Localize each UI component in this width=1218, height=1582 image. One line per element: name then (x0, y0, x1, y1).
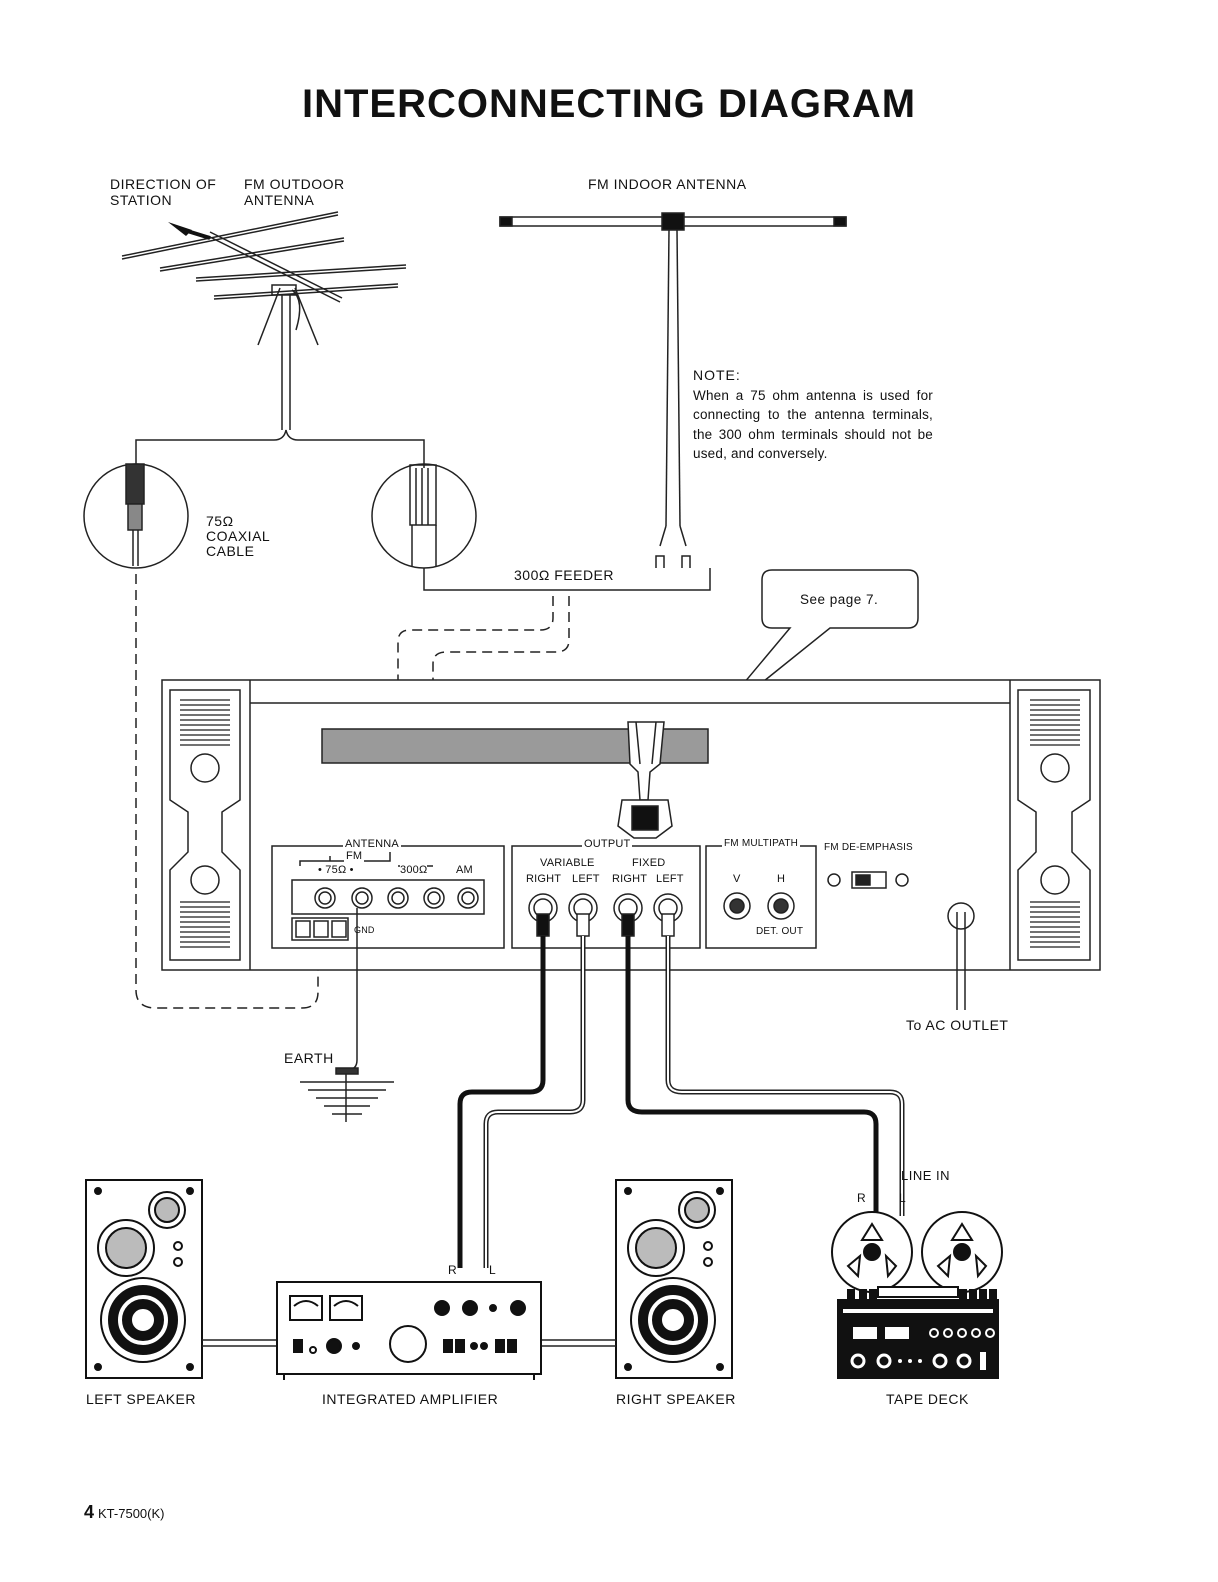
panel-fixed-right-label: RIGHT (612, 873, 648, 885)
earth-ground (300, 908, 394, 1122)
coax-dashed-route (135, 574, 319, 1009)
model-number: KT-7500(K) (98, 1506, 165, 1521)
am-bar-antenna (321, 721, 709, 839)
direction-arrow-shaft (183, 228, 211, 240)
coax-cable-detail (83, 463, 189, 569)
label-see-page: See page 7. (800, 592, 879, 607)
panel-multipath-label: FM MULTIPATH (722, 838, 801, 849)
panel-variable-label: VARIABLE (540, 857, 595, 869)
label-tape-deck: TAPE DECK (886, 1391, 969, 1407)
label-300-ohm-feeder: 300Ω FEEDER (514, 567, 614, 583)
label-amp-l: L (489, 1263, 497, 1277)
panel-am-label: AM (456, 864, 473, 876)
panel-variable-left-label: LEFT (572, 873, 600, 885)
panel-deemphasis-label: FM DE-EMPHASIS (824, 842, 913, 853)
panel-v-label: V (733, 873, 741, 885)
multipath-block (705, 845, 817, 949)
label-fm-indoor-antenna: FM INDOOR ANTENNA (588, 176, 747, 192)
panel-h-label: H (777, 873, 786, 885)
handle-vents (180, 699, 1080, 948)
label-right-speaker: RIGHT SPEAKER (616, 1391, 736, 1407)
label-tape-l: L (899, 1191, 907, 1205)
output-terminal-block (511, 845, 701, 949)
note-block: NOTE: When a 75 ohm antenna is used for … (693, 366, 933, 464)
antenna-lead-bracket (135, 429, 425, 472)
left-speaker-icon (85, 1179, 203, 1379)
tape-deck-icon (831, 1211, 1003, 1379)
label-amp-r: R (448, 1263, 458, 1277)
label-earth: EARTH (284, 1050, 334, 1066)
feeder-line (423, 568, 711, 591)
direction-arrow-icon (168, 222, 192, 236)
panel-antenna-label: ANTENNA (343, 838, 401, 850)
label-integrated-amplifier: INTEGRATED AMPLIFIER (322, 1391, 499, 1407)
note-heading: NOTE: (693, 367, 741, 383)
output-cables (457, 936, 905, 1268)
panel-det-out-label: DET. OUT (756, 926, 804, 937)
note-body: When a 75 ohm antenna is used for connec… (693, 387, 933, 462)
panel-fixed-left-label: LEFT (656, 873, 684, 885)
panel-fixed-label: FIXED (632, 857, 666, 869)
callout-bubble (707, 569, 919, 727)
page-number: 4 (84, 1502, 95, 1522)
panel-75-ohm-label: • 75Ω • (318, 864, 354, 876)
panel-output-label: OUTPUT (582, 838, 633, 850)
integrated-amplifier-icon (276, 1281, 542, 1380)
ac-cord (947, 902, 975, 1010)
feeder-detail (371, 463, 477, 569)
right-speaker-icon (615, 1179, 733, 1379)
panel-fm-label: FM (344, 850, 365, 862)
fm-indoor-antenna (499, 212, 847, 568)
label-direction-of-station: DIRECTION OF STATION (110, 176, 217, 208)
panel-gnd-label: GND (354, 925, 375, 935)
deemphasis-switch (827, 871, 909, 889)
label-fm-outdoor-antenna: FM OUTDOOR ANTENNA (244, 176, 345, 208)
label-to-ac-outlet: To AC OUTLET (906, 1017, 1009, 1033)
label-tape-r: R (857, 1191, 867, 1205)
label-line-in: LINE IN (901, 1168, 951, 1183)
panel-300-ohm-label: 300Ω (400, 864, 428, 876)
panel-variable-right-label: RIGHT (526, 873, 562, 885)
label-coaxial-cable: 75Ω COAXIAL CABLE (206, 513, 271, 559)
page-title: INTERCONNECTING DIAGRAM (301, 82, 917, 126)
speaker-wires (202, 1339, 616, 1347)
feeder-dashed-route (397, 596, 570, 872)
fm-outdoor-antenna (121, 211, 407, 430)
label-left-speaker: LEFT SPEAKER (86, 1391, 197, 1407)
